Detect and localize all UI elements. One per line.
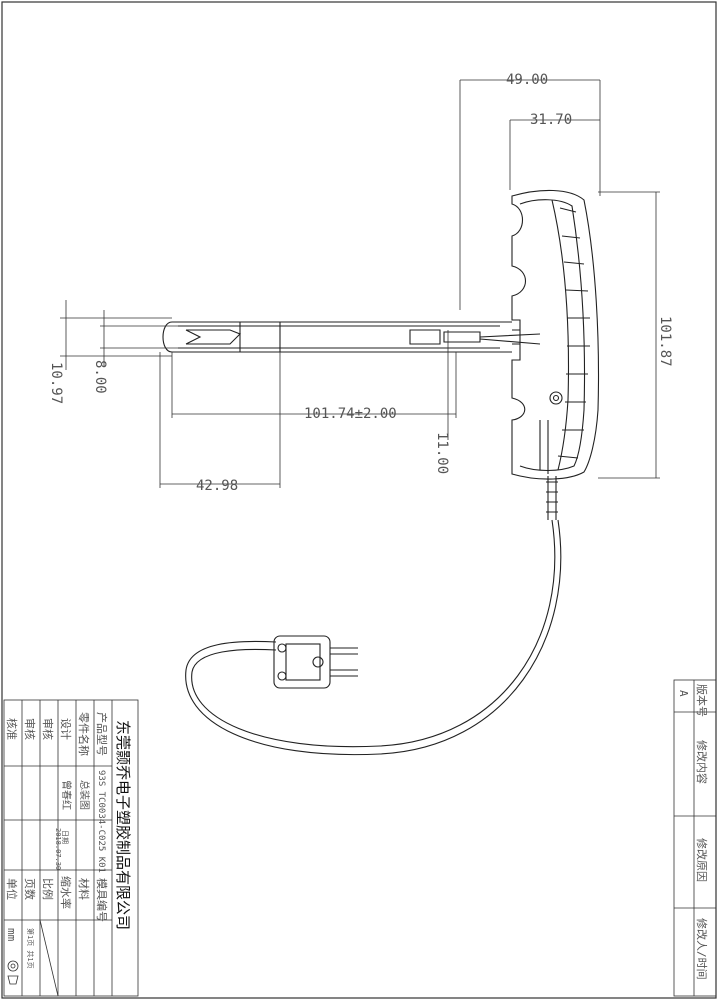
label-review: 审核 [23,718,37,740]
probe-sheath [162,321,541,353]
dimension-lines [60,79,660,488]
label-approve: 核准 [5,718,19,740]
label-unit: 单位 [5,878,19,900]
value-part-name: 总装图 [78,780,91,810]
dim-11: 11.00 [434,432,450,474]
label-scale: 比例 [41,878,55,900]
label-material: 材料 [77,878,91,900]
value-sheet: 第1页 共1页 [26,928,35,969]
value-unit: mm [5,928,18,942]
value-product-no: 93S TC0034-C025 K01 [96,770,106,873]
label-design: 设计 [59,718,72,740]
rev-header-version: 版本号 [695,684,709,717]
label-product-no: 产品型号 [95,712,109,756]
dim-31-70: 31.70 [530,112,572,128]
date-label: 日期 [61,830,69,844]
company-name: 东莞颢乔电子塑胶制品有限公司 [114,720,132,930]
value-date: 2018.07.30 [54,828,62,870]
revision-block: 版本号 A 修改内容 修改原因 修改人/时间 [673,679,717,997]
dim-101-87: 101.87 [657,316,673,367]
value-designer: 曾春红 [60,780,73,810]
rev-header-content: 修改内容 [695,740,709,784]
handle-screw [549,391,563,405]
probe-handle [511,189,600,480]
thermocouple-connector [273,635,358,689]
label-shrink: 缩水率 [59,876,73,909]
rev-version-value: A [677,690,690,697]
title-block: 东莞颢乔电子塑胶制品有限公司 产品型号 零件名称 设计 审核 审核 核准 93S… [3,699,139,997]
cable [185,476,562,756]
dim-49: 49.00 [506,72,548,88]
dim-10-97: 10.97 [48,362,64,404]
label-part-name: 零件名称 [77,712,91,756]
label-mold-no: 模具编号 [95,878,109,922]
label-page: 页数 [23,878,36,900]
dim-101-74: 101.74±2.00 [304,406,397,422]
projection-symbol-icon [7,960,19,985]
dim-8: 8.00 [92,360,108,394]
rev-header-person-time: 修改人/时间 [695,918,709,980]
label-check: 审核 [41,718,55,740]
rev-header-reason: 修改原因 [695,838,709,882]
dim-42-98: 42.98 [196,478,238,494]
